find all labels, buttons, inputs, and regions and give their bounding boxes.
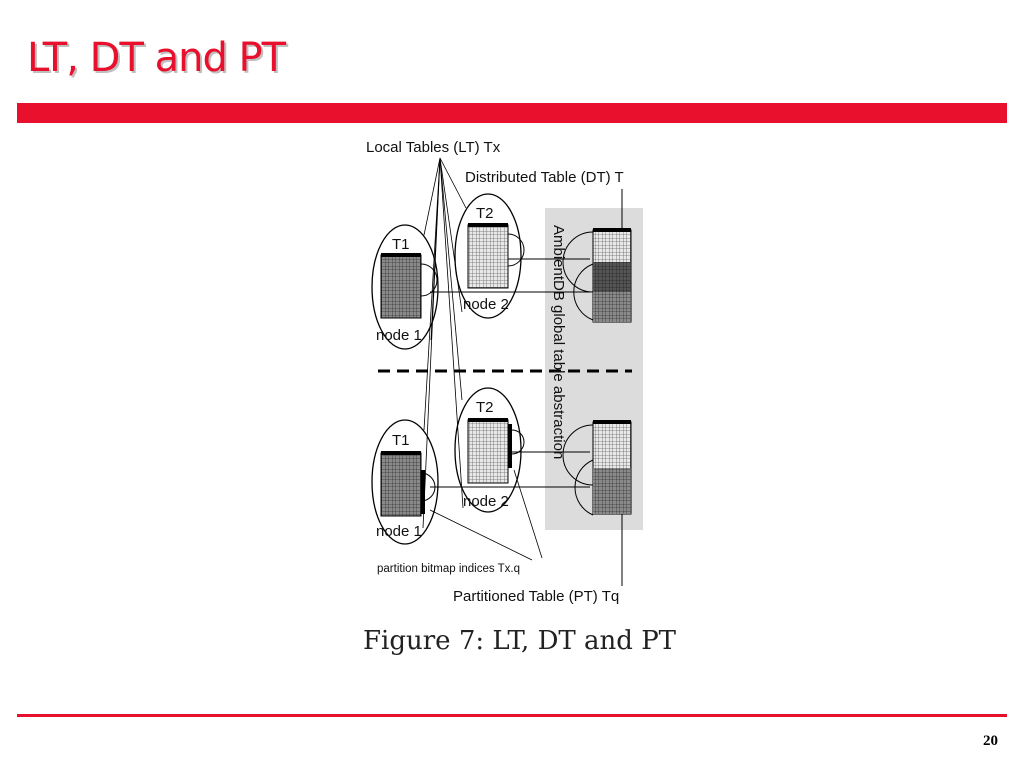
title-underline-bar (17, 103, 1007, 123)
page-number: 20 (983, 733, 998, 749)
table-label-t2-top: T2 (476, 205, 494, 222)
node-1-bottom-ellipse (371, 419, 439, 545)
partitioned-table-label: Partitioned Table (PT) Tq (453, 588, 619, 605)
node-label-1-top: node 1 (376, 327, 422, 344)
figure-caption: Figure 7: LT, DT and PT (363, 626, 677, 656)
table-label-t1-top: T1 (392, 236, 410, 253)
local-tables-label: Local Tables (LT) Tx (366, 139, 501, 156)
partition-bitmap-label: partition bitmap indices Tx.q (377, 563, 520, 575)
node-label-1-bottom: node 1 (376, 523, 422, 540)
slide-title: LT, DT and PT (27, 35, 286, 81)
node-to-global-lines (430, 258, 590, 488)
global-abstraction-label: AmbientDB global table abstraction (550, 225, 567, 459)
table-t2-top (467, 223, 509, 289)
bitmap-index-bar (421, 470, 425, 514)
node-1-top-ellipse (371, 224, 439, 350)
node-2-top-ellipse (454, 193, 522, 319)
bitmap-index-bar (508, 424, 512, 468)
table-t1-top (380, 253, 422, 319)
table-t1-bottom (380, 451, 425, 517)
footer-rule (17, 714, 1007, 717)
table-label-t1-bottom: T1 (392, 432, 410, 449)
node-label-2-bottom: node 2 (463, 493, 509, 510)
node-label-2-top: node 2 (463, 296, 509, 313)
distributed-table-dt (592, 228, 632, 323)
partitioned-table-pt (592, 420, 632, 515)
local-tables-fan-lines (422, 157, 467, 529)
table-label-t2-bottom: T2 (476, 399, 494, 416)
distributed-table-label: Distributed Table (DT) T (465, 169, 624, 186)
table-t2-bottom (467, 418, 512, 484)
bitmap-leader-lines (429, 469, 543, 561)
